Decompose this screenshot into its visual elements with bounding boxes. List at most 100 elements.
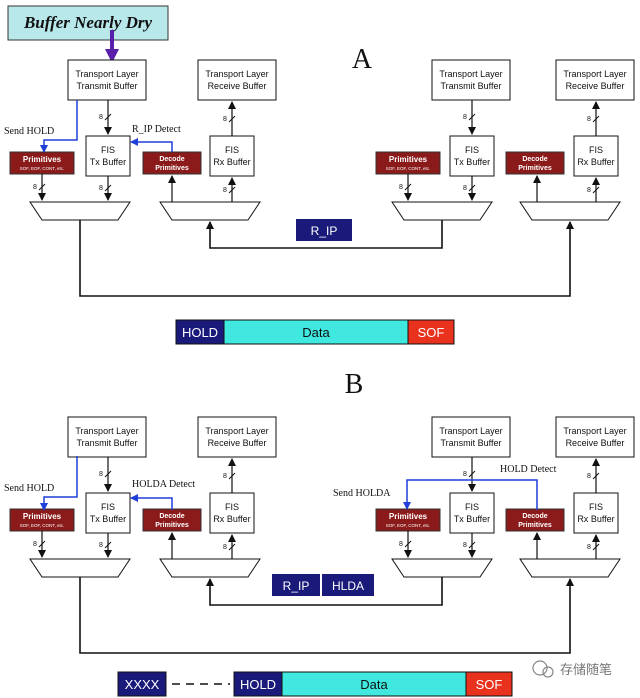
frame-a-sof: SOF	[418, 325, 445, 340]
svg-text:Buffer Nearly Dry: Buffer Nearly Dry	[23, 13, 153, 32]
a-l-prim-mux-slash	[38, 183, 46, 191]
rip-tag-b: R_IP	[272, 574, 320, 596]
b-l-tltx-fis-width: 8	[99, 471, 103, 478]
section-a-title: A	[352, 44, 373, 75]
svg-text:R_IP: R_IP	[311, 224, 338, 238]
a-right-decode-label-0: Decode	[522, 156, 547, 163]
a-left-rx-mux	[159, 201, 261, 221]
a-left-decode-label-0: Decode	[159, 156, 184, 163]
b-link-right-to-left	[206, 577, 443, 606]
a-r-fisrx-tlrx-slash	[592, 115, 600, 123]
b-l-prim-mux-slash	[38, 540, 46, 548]
a-right-fis-rx-label-0: FIS	[589, 145, 603, 155]
a-left-primitives-sub: SOF, EOF, CONT, etc.	[20, 166, 65, 171]
a-left-tl-tx-label-1: Transmit Buffer	[76, 81, 137, 91]
a-left-primitives-label: Primitives	[23, 155, 62, 164]
a-r-prim-mux-slash	[404, 183, 412, 191]
a-right-decode-label-1: Primitives	[518, 165, 552, 172]
b-right-fis-rx-label-1: Rx Buffer	[577, 514, 614, 524]
b-l-fisrx-tlrx-slash	[228, 472, 236, 480]
b-left-rx-mux	[159, 558, 261, 578]
b-left-fis-tx-label-0: FIS	[101, 502, 115, 512]
frame-b-xxxx: XXXX	[125, 677, 160, 692]
a-left-decode-label-1: Primitives	[155, 165, 189, 172]
b-r-fisrx-tlrx-slash	[592, 472, 600, 480]
b-right-tl-rx-label-0: Transport Layer	[563, 426, 626, 436]
a-right-primitives-label: Primitives	[389, 155, 428, 164]
b-left-fis-tx-label-1: Tx Buffer	[90, 514, 126, 524]
frame-b-data: Data	[360, 677, 388, 692]
b-right-fis-rx: FIS Rx Buffer	[573, 492, 619, 534]
b-r-fis-mux-slash	[468, 541, 476, 549]
holda-detect-label: HOLDA Detect	[132, 479, 195, 490]
b-left-fis-rx-label-1: Rx Buffer	[213, 514, 250, 524]
a-l-mux-fisrx-slash	[228, 186, 236, 194]
section-b-annotations: Send HOLD HOLDA Detect HOLD Detect Send …	[4, 456, 557, 596]
wechat-icon	[532, 660, 548, 676]
a-r-tltx-fis-slash	[468, 113, 476, 121]
a-left-fis-tx-label-1: Tx Buffer	[90, 157, 126, 167]
a-right-rx-mux	[519, 201, 621, 221]
a-left-fis-rx-label-0: FIS	[225, 145, 239, 155]
a-left-tl-rx-label-1: Receive Buffer	[208, 81, 267, 91]
hlda-tag-b: HLDA	[322, 574, 374, 596]
frame-b-sof: SOF	[476, 677, 503, 692]
a-left-tl-tx-label-0: Transport Layer	[75, 69, 138, 79]
b-r-fisrx-tlrx-width: 8	[587, 473, 591, 480]
a-right-tl-rx-label-1: Receive Buffer	[566, 81, 625, 91]
b-l-fis-mux-width: 8	[99, 542, 103, 549]
a-l-tltx-fis-width: 8	[99, 114, 103, 121]
a-right-tl-tx-label-0: Transport Layer	[439, 69, 502, 79]
send-hold-label-a: Send HOLD	[4, 126, 54, 137]
frame-sequence-a: HOLD Data SOF	[175, 319, 455, 345]
b-left-fis-rx-label-0: FIS	[225, 502, 239, 512]
b-r-mux-fisrx-width: 8	[587, 544, 591, 551]
b-right-fis-rx-label-0: FIS	[589, 502, 603, 512]
b-right-primitives-label: Primitives	[389, 512, 428, 521]
send-hold-line-b	[40, 456, 78, 511]
rip-detect-label: R_IP Detect	[132, 124, 181, 135]
a-right-tl-rx-label-0: Transport Layer	[563, 69, 626, 79]
hold-detect-line	[403, 479, 538, 510]
a-right-primitives-sub: SOF, EOF, CONT, etc.	[386, 166, 431, 171]
b-left-tx-mux	[29, 558, 131, 578]
a-l-prim-mux-width: 8	[33, 184, 37, 191]
send-hold-line-a	[40, 100, 78, 153]
b-l-mux-fisrx-slash	[228, 543, 236, 551]
b-left-primitives-sub: SOF, EOF, CONT, etc.	[20, 523, 65, 528]
a-r-fis-mux-slash	[468, 184, 476, 192]
a-r-fis-mux-width: 8	[463, 185, 467, 192]
b-r-mux-fisrx-slash	[592, 543, 600, 551]
b-left-fis-tx: FIS Tx Buffer	[85, 492, 131, 534]
b-l-tltx-fis-slash	[104, 470, 112, 478]
a-left-fis-rx-label-1: Rx Buffer	[213, 157, 250, 167]
a-link-left-to-right	[79, 220, 574, 297]
a-r-mux-fisrx-width: 8	[587, 187, 591, 194]
a-l-fisrx-tlrx-slash	[228, 115, 236, 123]
b-r-prim-mux-width: 8	[399, 541, 403, 548]
b-left-fis-rx: FIS Rx Buffer	[209, 492, 255, 534]
b-right-tl-tx-label-1: Transmit Buffer	[440, 438, 501, 448]
b-right-decode-label-1: Primitives	[518, 522, 552, 529]
buffer-nearly-dry-callout: Buffer Nearly Dry	[7, 5, 169, 41]
b-right-fis-tx-label-1: Tx Buffer	[454, 514, 490, 524]
a-l-tltx-fis-slash	[104, 113, 112, 121]
b-r-fis-mux-width: 8	[463, 542, 467, 549]
rip-detect-line	[130, 138, 173, 152]
a-l-fis-mux-slash	[104, 184, 112, 192]
holda-detect-line	[130, 494, 173, 510]
